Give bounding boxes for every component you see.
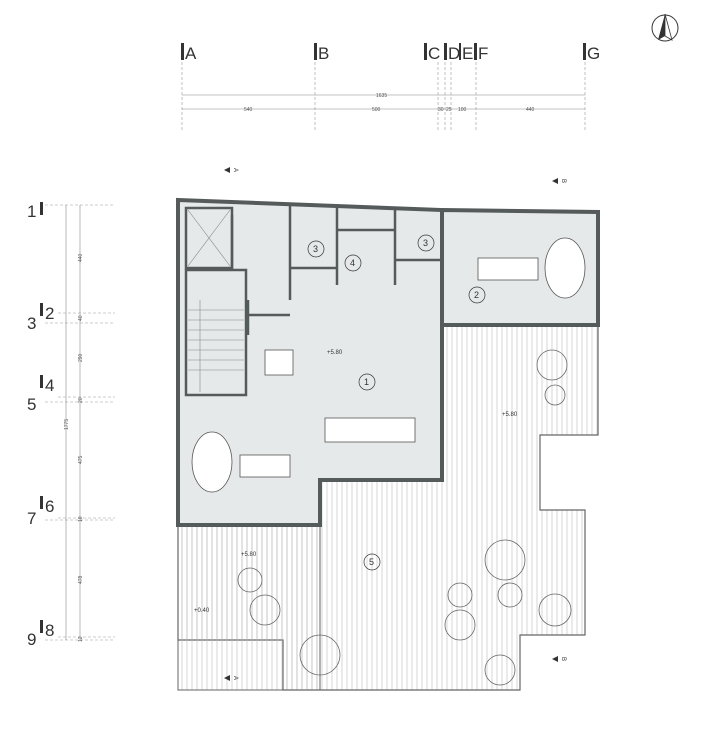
room-label-4: 4: [350, 258, 355, 268]
room-circles: [307, 234, 486, 571]
column-grid: [181, 62, 586, 132]
interior-walls: [184, 205, 442, 397]
row-markers: [40, 202, 43, 633]
dim-v-1: 440: [78, 253, 84, 262]
dim-v-8: 12: [78, 636, 84, 642]
grid-label-8: 8: [45, 621, 54, 640]
dim-total-v: 1775: [64, 419, 70, 430]
level-terrace-left: +5.80: [241, 552, 257, 558]
column-markers: [181, 43, 586, 60]
section-b-top: B: [560, 179, 566, 183]
grid-label-d: D: [448, 44, 460, 63]
furniture: [191, 237, 586, 493]
level-main: +5.80: [327, 350, 343, 356]
grid-label-6: 6: [45, 497, 54, 516]
grid-label-1: 1: [27, 202, 36, 221]
grid-label-g: G: [587, 44, 600, 63]
grid-label-3: 3: [27, 314, 36, 333]
room-label-1: 1: [364, 377, 369, 387]
room-label-3b: 3: [423, 238, 428, 248]
dim-h-6: 440: [526, 107, 535, 113]
dim-v-2: 40: [78, 315, 84, 321]
room-label-5: 5: [369, 557, 374, 567]
grid-label-9: 9: [27, 630, 36, 649]
dim-v-6: 10: [78, 516, 84, 522]
level-terrace-right: +5.80: [502, 412, 518, 418]
horizontal-dimension-lines: [182, 94, 585, 110]
dim-total-h: 1635: [376, 93, 387, 99]
grid-label-4: 4: [45, 376, 54, 395]
room-label-3a: 3: [313, 244, 318, 254]
section-b-bottom: B: [560, 657, 566, 661]
dim-h-4: 25: [446, 107, 452, 113]
staircase: [187, 209, 244, 392]
grid-label-5: 5: [27, 395, 36, 414]
dim-h-1: 540: [244, 107, 253, 113]
dim-h-3: 30: [438, 107, 444, 113]
section-a-bottom: A: [232, 676, 238, 680]
dim-v-7: 478: [78, 575, 84, 584]
grid-label-f: F: [478, 44, 488, 63]
dim-v-5: 475: [78, 455, 84, 464]
vertical-dimension-lines: [65, 205, 81, 640]
grid-label-e: E: [462, 44, 473, 63]
grid-label-2: 2: [45, 304, 54, 323]
dim-v-4: 20: [78, 397, 84, 403]
grid-label-7: 7: [27, 509, 36, 528]
section-a-top: A: [232, 168, 238, 172]
level-stair: +0.40: [194, 608, 210, 614]
dim-v-3: 290: [78, 353, 84, 362]
grid-label-a: A: [185, 44, 197, 63]
grid-label-b: B: [318, 44, 329, 63]
dim-h-2: 500: [372, 107, 381, 113]
trees: [237, 349, 572, 686]
dim-h-5: 100: [458, 107, 467, 113]
grid-label-c: C: [428, 44, 440, 63]
room-label-2: 2: [474, 290, 479, 300]
section-marker-arrows: [224, 167, 558, 681]
north-arrow-icon: [651, 13, 679, 42]
